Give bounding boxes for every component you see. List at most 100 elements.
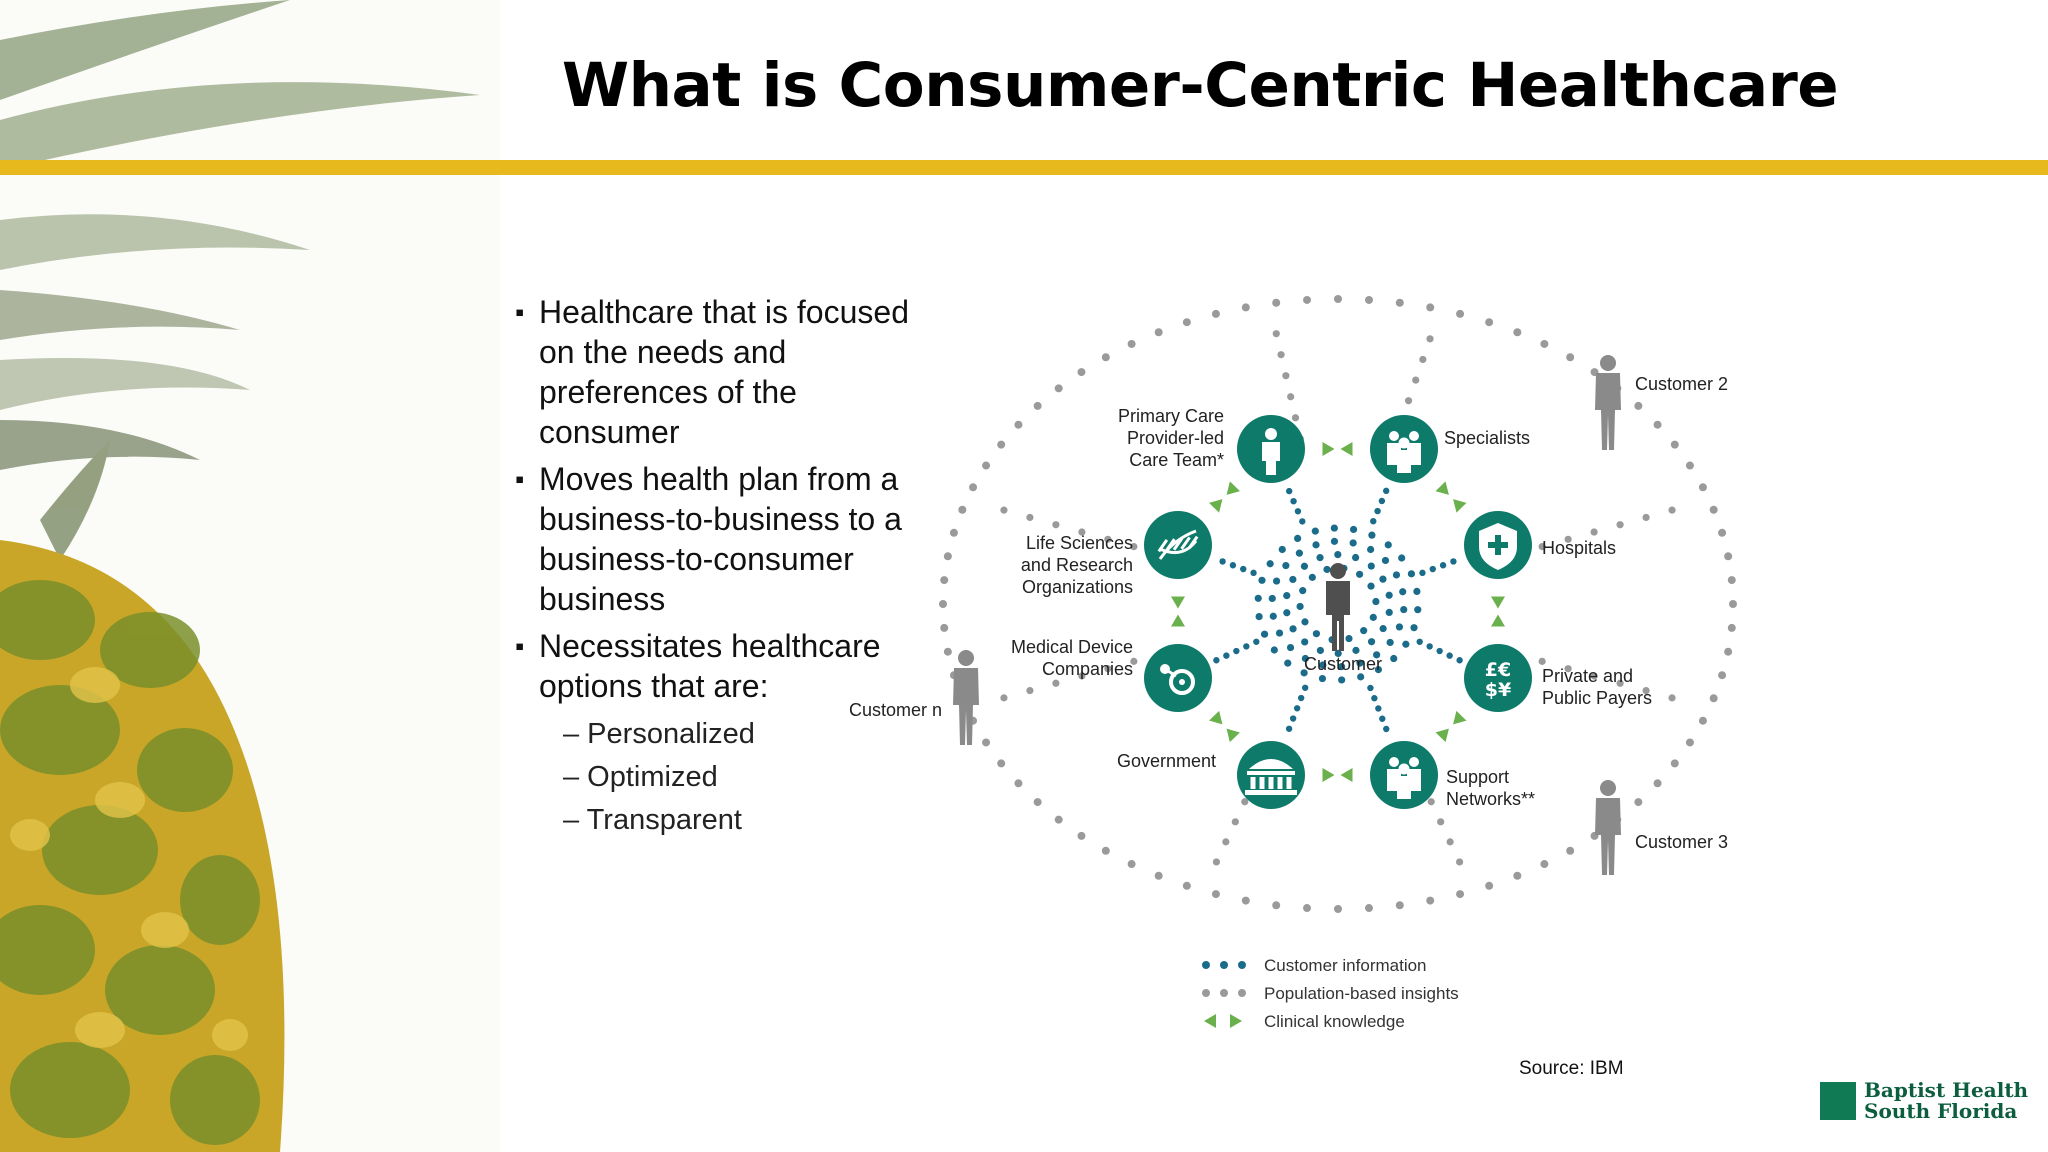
population-dot: [940, 576, 949, 585]
customer-info-dot: [1379, 575, 1387, 583]
population-dot: [958, 505, 967, 514]
population-dot: [1130, 543, 1138, 551]
bullet-item: Healthcare that is focused on the needs …: [515, 292, 935, 452]
customer-info-dot: [1254, 594, 1262, 602]
population-dot: [1685, 738, 1694, 747]
population-dot: [1054, 815, 1063, 824]
shield-plus-icon: [1479, 523, 1517, 570]
stakeholder-node: [1370, 415, 1438, 483]
legend-label: Customer information: [1264, 956, 1427, 975]
customer-info-dot: [1373, 651, 1381, 659]
customer-info-dot: [1367, 582, 1375, 590]
customer-info-dot: [1334, 551, 1342, 559]
population-dot: [939, 600, 947, 608]
population-dot: [1427, 798, 1435, 806]
customer-info-dot: [1301, 684, 1309, 691]
population-dot: [1564, 535, 1572, 543]
customer-info-dot: [1266, 560, 1274, 568]
stakeholder-label: Care Team*: [1129, 450, 1224, 470]
stakeholder-label: Medical Device: [1011, 637, 1133, 657]
customer-info-dot: [1282, 561, 1290, 570]
customer-info-dot: [1312, 630, 1321, 638]
clinical-knowledge-arrows: [1171, 442, 1505, 782]
stakeholder-label: Specialists: [1444, 428, 1530, 448]
population-dot: [1033, 401, 1042, 410]
population-dot: [1437, 818, 1445, 826]
population-dot: [1222, 838, 1230, 846]
center-customer-label: Customer: [1304, 654, 1382, 674]
customer-info-dot: [1299, 518, 1306, 525]
population-dot: [1334, 295, 1342, 303]
population-dot: [969, 483, 978, 492]
legend-swatch-clinical-knowledge: [1204, 1014, 1242, 1028]
customer-info-dot: [1283, 591, 1291, 600]
population-dot: [1077, 368, 1086, 377]
customer-info-dot: [1270, 646, 1278, 654]
population-dot: [1211, 309, 1220, 318]
stakeholder-label: Private and: [1542, 666, 1633, 686]
population-dot: [1485, 881, 1494, 890]
customer-info-dot: [1258, 576, 1266, 584]
customer-info-dot: [1367, 684, 1374, 692]
population-dot: [1727, 576, 1736, 585]
customer-info-dot: [1379, 624, 1387, 633]
customer-info-dot: [1278, 545, 1286, 554]
population-dot: [1426, 303, 1435, 312]
customer-info-dot: [1413, 587, 1421, 595]
population-dot: [1272, 901, 1281, 910]
clinical-knowledge-arrow: [1491, 596, 1505, 627]
customer-info-dot: [1260, 630, 1269, 638]
customer-info-dot: [1400, 605, 1408, 614]
population-dot: [1564, 665, 1572, 673]
population-dot: [1709, 505, 1718, 514]
population-dot: [1404, 397, 1413, 405]
customer-info-dot: [1370, 517, 1377, 525]
population-dot: [940, 623, 949, 632]
customer-info-dot: [1367, 545, 1375, 554]
customer-label: Customer 2: [1635, 374, 1728, 394]
customer-info-dot: [1371, 695, 1378, 702]
population-dot: [1653, 779, 1662, 788]
customer-label: Customer 3: [1635, 832, 1728, 852]
population-dot: [1616, 679, 1624, 687]
stakeholder-label: Life Sciences: [1026, 533, 1133, 553]
customer-info-dot: [1330, 524, 1338, 532]
government-building-icon: [1245, 759, 1297, 795]
population-dot: [1033, 798, 1042, 807]
bullet-item: Necessitates healthcare options that are…: [515, 626, 935, 706]
customer-info-dot: [1301, 638, 1309, 646]
population-dot: [1727, 623, 1736, 632]
clinical-knowledge-arrow: [1322, 768, 1353, 782]
population-dot: [1412, 376, 1420, 384]
stakeholder-node: [1464, 511, 1532, 579]
customer-info-dot: [1289, 625, 1297, 633]
customer-info-dot: [1384, 541, 1392, 549]
customer-info-dot: [1375, 705, 1382, 712]
population-dot: [1231, 818, 1239, 826]
stakeholder-node: [1144, 644, 1212, 712]
population-dot: [1272, 298, 1281, 307]
population-dot: [1538, 543, 1546, 551]
population-dot: [1291, 414, 1300, 422]
customer-info-dot: [1272, 577, 1281, 585]
population-dot: [1540, 860, 1549, 869]
population-dot: [1241, 798, 1249, 806]
population-dot: [1634, 798, 1643, 807]
population-dot: [1670, 759, 1679, 768]
population-dot: [997, 759, 1006, 768]
customer-info-dot: [1456, 657, 1463, 664]
population-dot: [1052, 679, 1060, 687]
customer-info-dot: [1255, 613, 1263, 621]
customer-figure-icon: [1595, 355, 1621, 450]
customer-info-dot: [1379, 715, 1386, 722]
customer-info-dot: [1312, 541, 1320, 549]
stakeholder-node: [1144, 511, 1212, 579]
bullet-list: Healthcare that is focused on the needs …: [515, 292, 935, 842]
customer-info-dot: [1337, 663, 1346, 671]
population-dot: [1729, 600, 1737, 608]
population-dot: [1104, 535, 1112, 543]
population-dot: [1014, 420, 1023, 429]
population-dot: [1668, 506, 1676, 514]
